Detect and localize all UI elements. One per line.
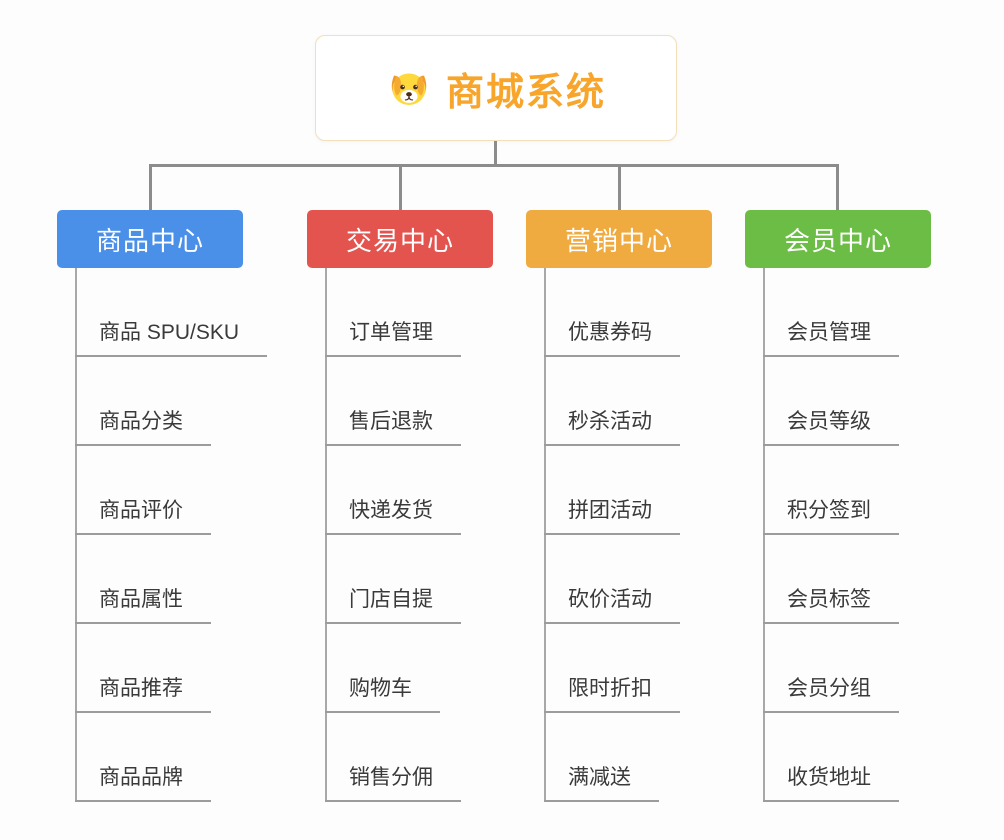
branch-header-trade-center[interactable]: 交易中心 [307,210,493,268]
child-node[interactable]: 购物车 [325,675,440,713]
branch-trunk-line [544,268,546,802]
branch-member-center: 会员中心 会员管理 会员等级 积分签到 会员标签 会员分组 收货地址 [745,210,995,810]
child-node[interactable]: 会员标签 [763,586,899,624]
connector-line [399,166,402,210]
connector-line [149,164,839,167]
branch-header-marketing-center[interactable]: 营销中心 [526,210,712,268]
child-node[interactable]: 商品分类 [75,408,211,446]
child-node[interactable]: 销售分佣 [325,764,461,802]
child-node[interactable]: 秒杀活动 [544,408,680,446]
root-title: 商城系统 [445,71,606,114]
branch-marketing-center: 营销中心 优惠券码 秒杀活动 拼团活动 砍价活动 限时折扣 满减送 [526,210,776,810]
child-node[interactable]: 积分签到 [763,497,899,535]
child-node[interactable]: 拼团活动 [544,497,680,535]
dog-face-icon [386,67,432,110]
child-node[interactable]: 会员分组 [763,675,899,713]
child-node[interactable]: 限时折扣 [544,675,680,713]
child-node[interactable]: 商品 SPU/SKU [75,319,268,357]
connector-line [494,141,497,166]
child-node[interactable]: 会员管理 [763,319,899,357]
branch-trade-center: 交易中心 订单管理 售后退款 快递发货 门店自提 购物车 销售分佣 [307,210,557,810]
child-node[interactable]: 满减送 [544,764,659,802]
branch-header-member-center[interactable]: 会员中心 [745,210,931,268]
branch-header-product-center[interactable]: 商品中心 [57,210,243,268]
child-node[interactable]: 订单管理 [325,319,461,357]
child-node[interactable]: 商品品牌 [75,764,211,802]
branch-trunk-line [763,268,765,802]
child-node[interactable]: 商品评价 [75,497,211,535]
branch-trunk-line [75,268,77,802]
branch-trunk-line [325,268,327,802]
child-node[interactable]: 门店自提 [325,586,461,624]
child-node[interactable]: 砍价活动 [544,586,680,624]
child-node[interactable]: 优惠券码 [544,319,680,357]
child-node[interactable]: 会员等级 [763,408,899,446]
connector-line [149,166,152,210]
branch-product-center: 商品中心 商品 SPU/SKU 商品分类 商品评价 商品属性 商品推荐 商品品牌 [57,210,307,810]
root-node[interactable]: 商城系统 [315,35,677,141]
connector-line [836,166,839,210]
child-node[interactable]: 售后退款 [325,408,461,446]
child-node[interactable]: 商品推荐 [75,675,211,713]
connector-line [618,166,621,210]
child-node[interactable]: 商品属性 [75,586,211,624]
child-node[interactable]: 收货地址 [763,764,899,802]
child-node[interactable]: 快递发货 [325,497,461,535]
